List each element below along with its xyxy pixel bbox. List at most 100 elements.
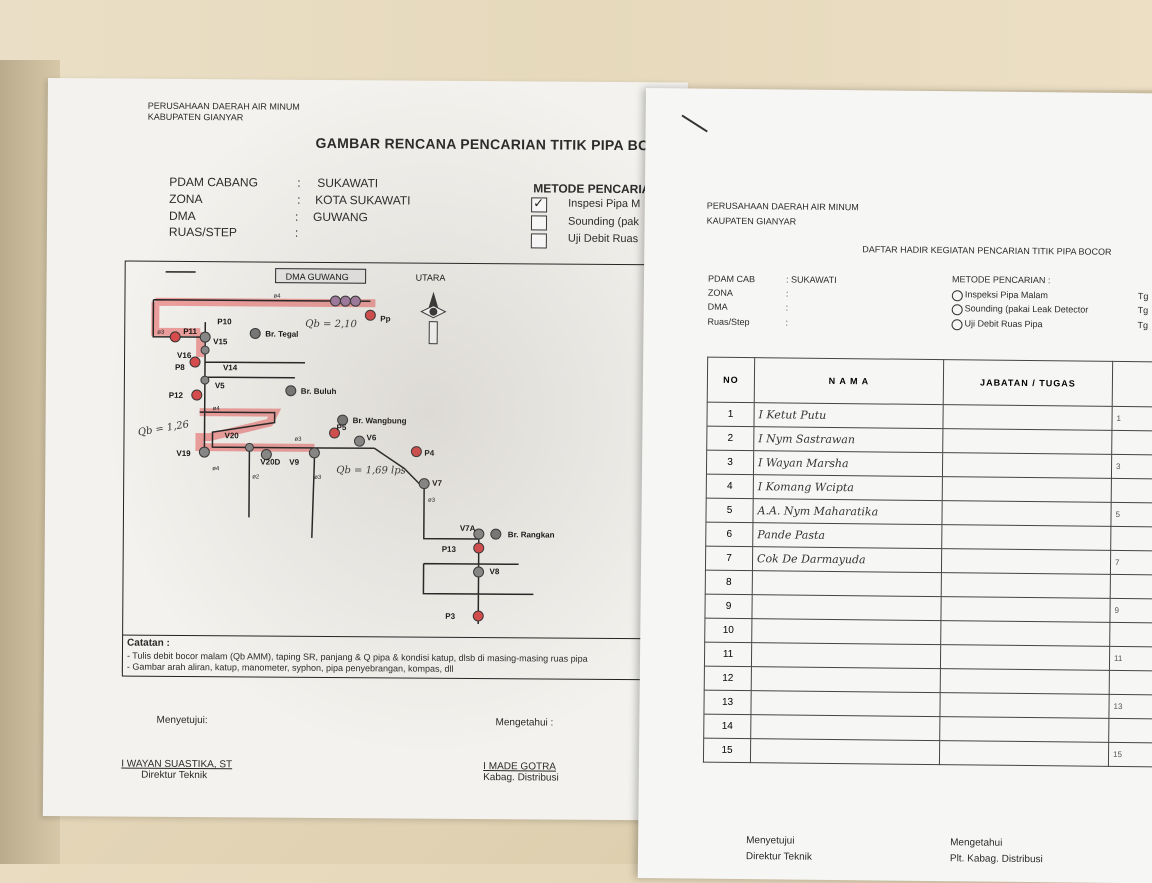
checkbox-sounding[interactable]: [531, 215, 547, 230]
metode-option-label: Uji Debit Ruas Pipa: [965, 318, 1043, 329]
info-label-ruas: RUAS/STEP: [169, 225, 237, 239]
radio-sounding[interactable]: [952, 304, 963, 315]
node-label: V20D: [260, 457, 280, 466]
right-company-line1: PERUSAHAAN DAERAH AIR MINUM: [707, 201, 859, 213]
radio-uji-debit[interactable]: [951, 319, 962, 330]
column-header-extra: [1112, 361, 1152, 407]
handwritten-note: Qb = 1,69 lps: [336, 465, 406, 476]
acknowledged-label: Mengetahui :: [495, 717, 553, 728]
left-company-line1: PERUSAHAAN DAERAH AIR MINUM: [148, 101, 300, 112]
info-label: DMA: [708, 302, 728, 312]
checkbox-uji-debit[interactable]: [531, 233, 547, 248]
pipe-size-label: ø3: [157, 330, 165, 336]
approver-title: Direktur Teknik: [746, 851, 812, 863]
info-label: PDAM CAB: [708, 274, 755, 284]
row-number: 7: [705, 546, 752, 570]
dma-label: DMA GUWANG: [286, 272, 349, 282]
row-jabatan: [940, 645, 1109, 671]
metode-option-label: Inspesi Pipa M: [568, 198, 640, 211]
node-label: P11: [183, 327, 197, 336]
row-name: Pande Pasta: [753, 523, 942, 549]
metode-option-label: Sounding (pak: [568, 216, 639, 228]
node-label: P10: [217, 317, 232, 326]
row-jabatan: [941, 597, 1110, 623]
info-colon: :: [297, 176, 300, 190]
info-label: ZONA: [708, 288, 733, 298]
row-extra: 7: [1110, 550, 1152, 575]
acknowledger-name: I MADE GOTRA: [483, 761, 556, 773]
metode-option-label: Uji Debit Ruas: [568, 233, 638, 245]
right-company-line2: KAUPATEN GIANYAR: [707, 216, 797, 227]
row-extra: [1110, 574, 1152, 599]
row-jabatan: [943, 405, 1112, 431]
metode-option-label: Sounding (pakai Leak Detector: [965, 303, 1089, 314]
info-label: Ruas/Step: [708, 317, 750, 327]
node-label: Br. Tegal: [265, 330, 298, 339]
pipe-size-label: ø3: [314, 475, 322, 481]
radio-inspeksi[interactable]: [952, 290, 963, 301]
row-extra: [1111, 478, 1152, 503]
row-number: 2: [707, 426, 754, 450]
row-number: 4: [706, 474, 753, 498]
metode-option-label: Inspeksi Pipa Malam: [965, 289, 1048, 300]
handwritten-note: Qb = 1,26: [137, 419, 190, 439]
node-label: V7A: [460, 524, 476, 533]
info-label-zona: ZONA: [169, 192, 202, 206]
node-label: P12: [169, 391, 184, 400]
handwritten-note: Qb = 2,10: [305, 319, 357, 330]
row-extra: 9: [1110, 598, 1152, 623]
row-name: I Ketut Putu: [754, 403, 943, 429]
node-label: V8: [490, 567, 500, 576]
row-extra: 1: [1112, 406, 1152, 431]
info-value: :: [786, 288, 789, 298]
row-number: 12: [704, 666, 751, 690]
left-company-line2: KABUPATEN GIANYAR: [148, 112, 244, 123]
info-label-cabang: PDAM CABANG: [169, 175, 258, 190]
row-extra: 15: [1108, 742, 1152, 767]
node-label: V7: [432, 479, 442, 488]
row-name: A.A. Nym Maharatika: [753, 499, 942, 525]
row-jabatan: [942, 501, 1111, 527]
node-label: Br. Buluh: [301, 387, 337, 396]
row-number: 8: [705, 570, 752, 594]
node-label: P3: [445, 612, 455, 621]
checkbox-inspesi[interactable]: ✓: [531, 197, 547, 212]
info-value-zona: KOTA SUKAWATI: [315, 193, 410, 208]
row-jabatan: [941, 573, 1110, 599]
row-jabatan: [940, 693, 1109, 719]
pipe-size-label: ø2: [252, 474, 260, 480]
row-jabatan: [942, 525, 1111, 551]
node-label: V19: [176, 449, 191, 458]
row-name: [751, 667, 940, 693]
column-header-nama: N A M A: [754, 358, 943, 405]
pipe-network-diagram: DMA GUWANG UTARA: [123, 262, 686, 641]
info-value: :: [785, 317, 788, 327]
row-jabatan: [941, 549, 1110, 575]
node-label: V20: [224, 431, 239, 440]
node-label: P13: [442, 545, 457, 554]
row-jabatan: [940, 669, 1109, 695]
row-name: [752, 595, 941, 621]
row-number: 14: [704, 714, 751, 738]
tabletop-background: [0, 0, 1152, 90]
node-label: V6: [366, 433, 376, 442]
info-colon: :: [297, 193, 300, 207]
row-name: [751, 691, 940, 717]
acknowledged-label: Mengetahui: [950, 837, 1002, 849]
row-number: 9: [705, 594, 752, 618]
row-extra: 11: [1109, 646, 1152, 671]
row-jabatan: [942, 477, 1111, 503]
right-document-sheet: PERUSAHAAN DAERAH AIR MINUM KAUPATEN GIA…: [638, 88, 1152, 883]
row-jabatan: [943, 429, 1112, 455]
column-header-jabatan: JABATAN / TUGAS: [943, 360, 1112, 407]
edge-text: Tg: [1138, 291, 1149, 301]
row-number: 13: [704, 690, 751, 714]
row-jabatan: [939, 741, 1108, 767]
info-value: : SUKAWATI: [786, 274, 837, 285]
row-number: 5: [706, 498, 753, 522]
row-number: 3: [706, 450, 753, 474]
node-label: V14: [223, 363, 238, 372]
row-extra: [1111, 526, 1152, 551]
row-name: [752, 619, 941, 645]
row-extra: [1109, 718, 1152, 743]
